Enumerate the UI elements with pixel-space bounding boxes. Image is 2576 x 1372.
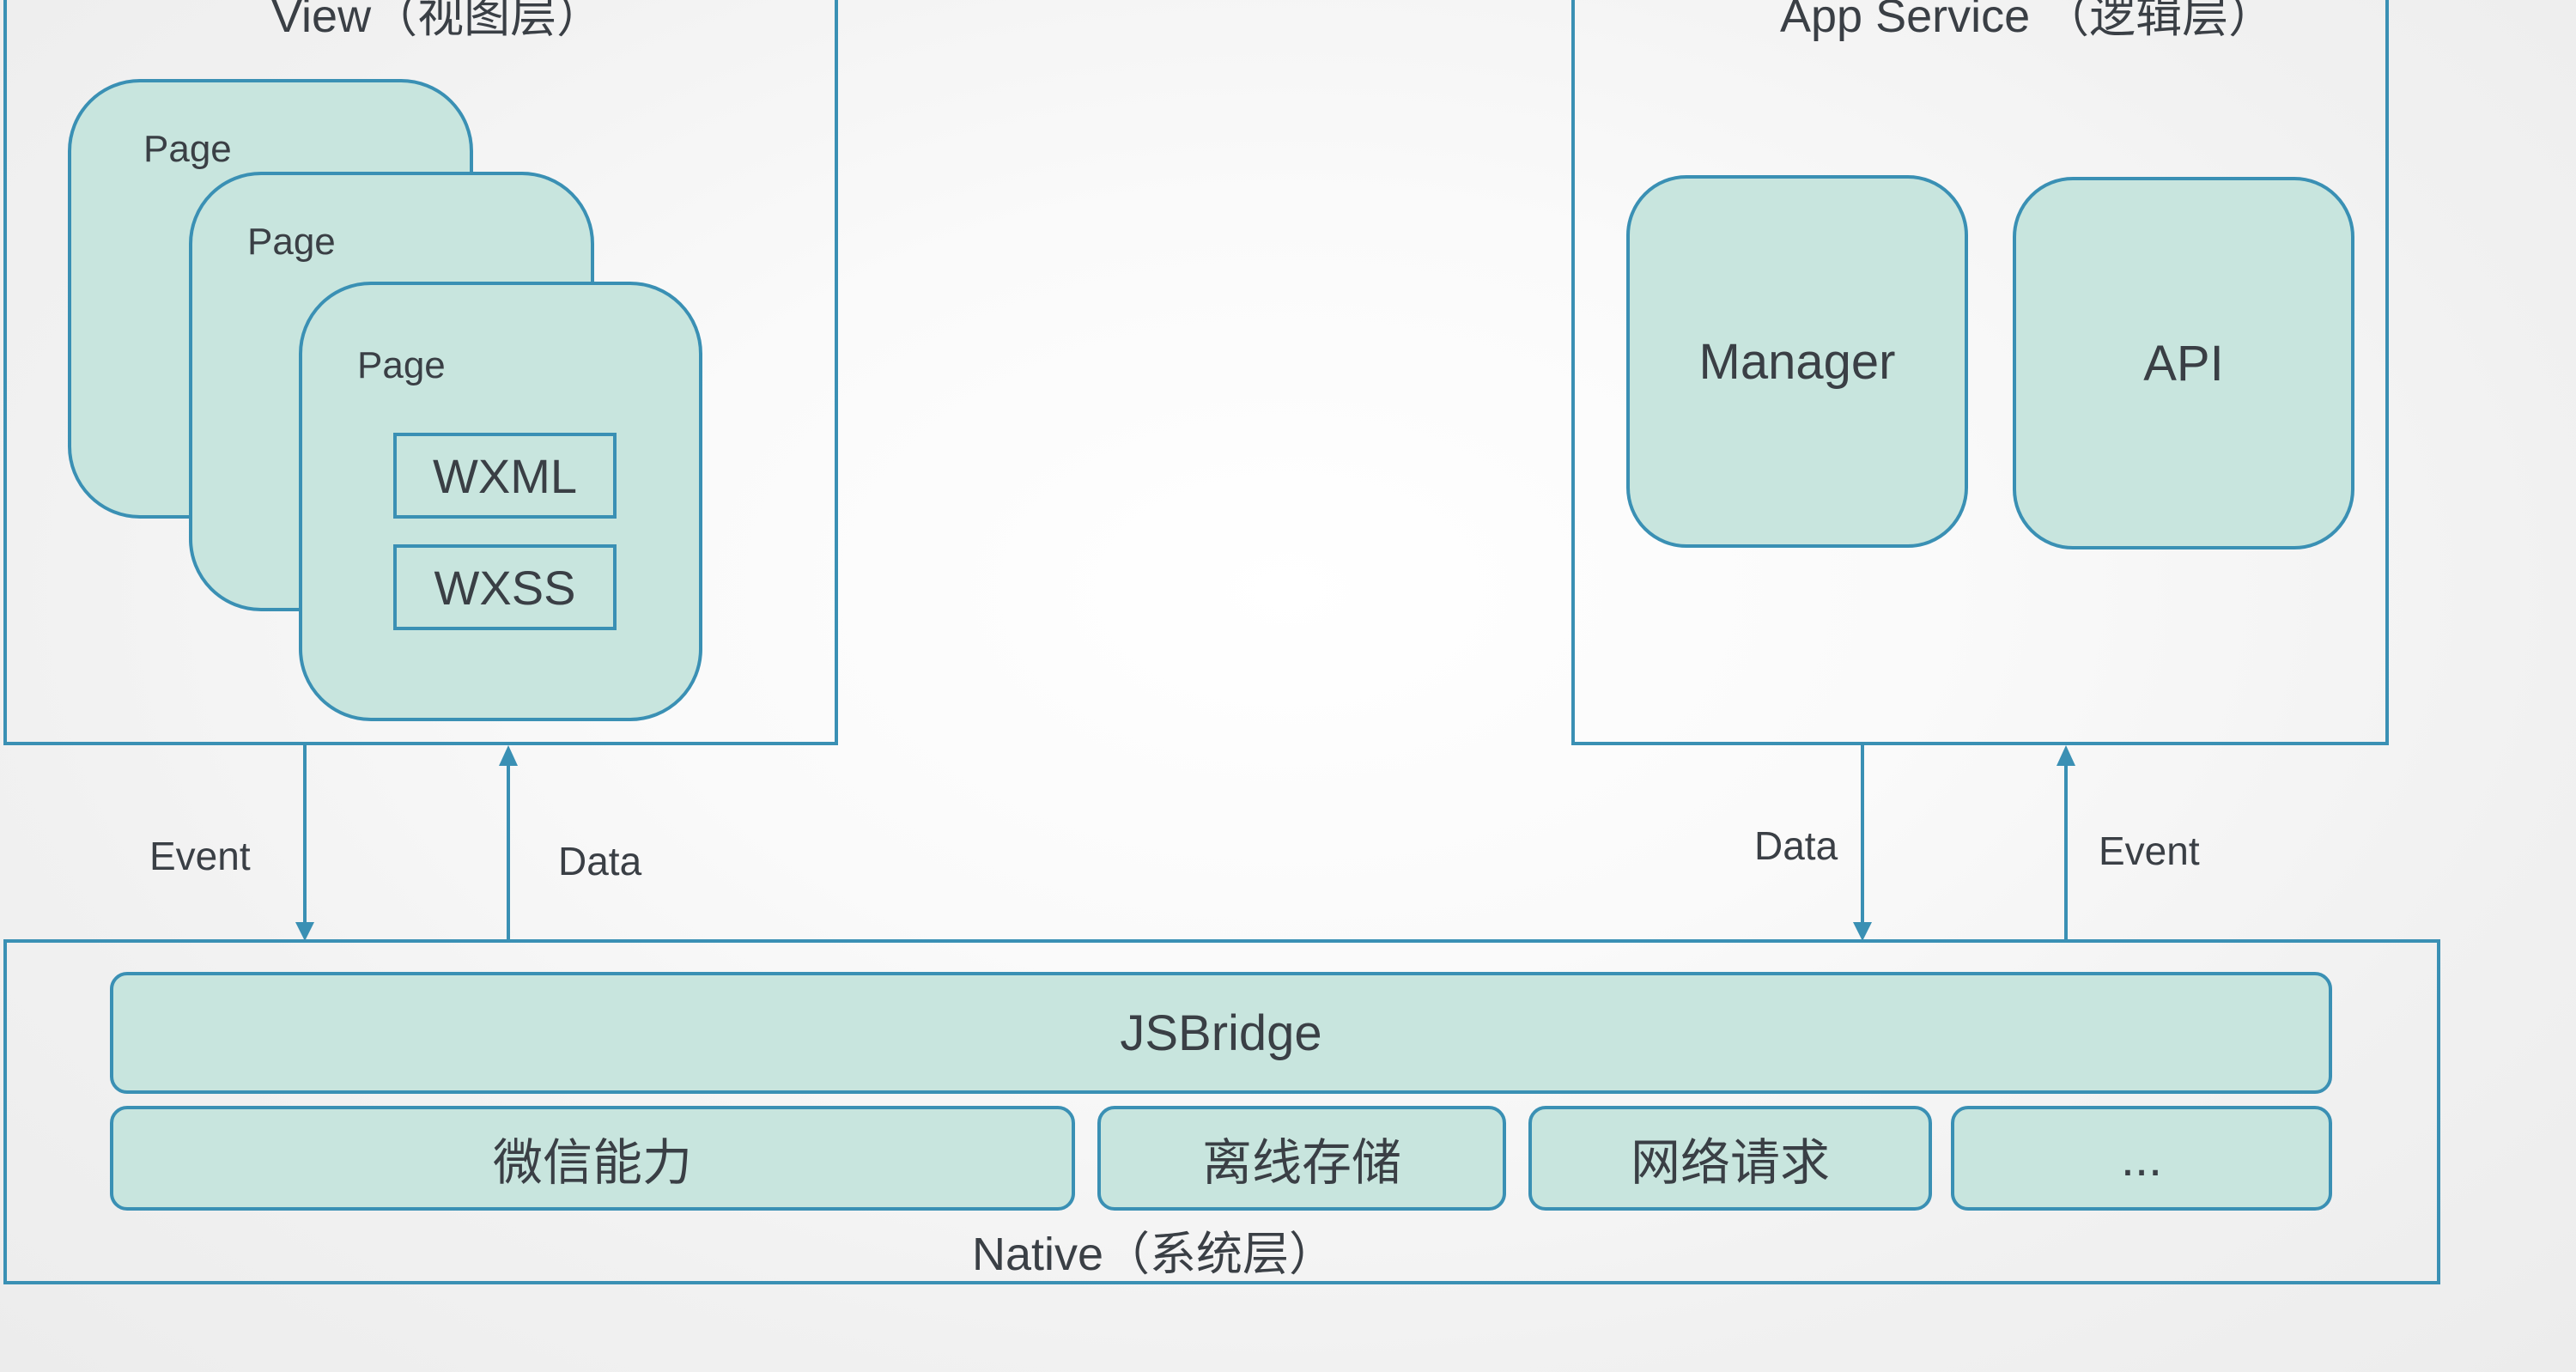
api-module: API	[2013, 177, 2354, 549]
page-label: Page	[247, 221, 336, 263]
page-label: Page	[143, 128, 232, 170]
view-data-arrowhead	[499, 745, 518, 766]
native-layer-title: Native（系统层）	[972, 1229, 1336, 1280]
service-event-label: Event	[2099, 829, 2200, 873]
jsbridge-bar: JSBridge	[110, 972, 2332, 1094]
service-event-arrowhead	[2057, 745, 2075, 766]
service-data-label: Data	[1754, 823, 1838, 868]
service-data-arrowhead	[1853, 922, 1872, 941]
manager-module: Manager	[1626, 175, 1968, 548]
native-layer-frame	[3, 939, 2440, 1284]
view-layer-frame	[3, 0, 838, 745]
wxss-box: WXSS	[393, 544, 617, 630]
page-label: Page	[357, 344, 446, 386]
view-event-arrowhead	[295, 922, 314, 941]
app-service-layer-title: App Service （逻辑层）	[1780, 0, 2275, 42]
view-event-label: Event	[149, 834, 251, 878]
capability-wechat: 微信能力	[110, 1106, 1075, 1211]
wxml-box: WXML	[393, 433, 617, 519]
capability-more: ...	[1951, 1106, 2332, 1211]
view-layer-title: View（视图层）	[271, 0, 604, 42]
app-service-layer-frame	[1571, 0, 2389, 745]
page-card-front: Page WXML WXSS	[299, 282, 702, 721]
capability-network-request: 网络请求	[1528, 1106, 1932, 1211]
view-data-label: Data	[558, 839, 642, 883]
capability-offline-storage: 离线存储	[1097, 1106, 1506, 1211]
